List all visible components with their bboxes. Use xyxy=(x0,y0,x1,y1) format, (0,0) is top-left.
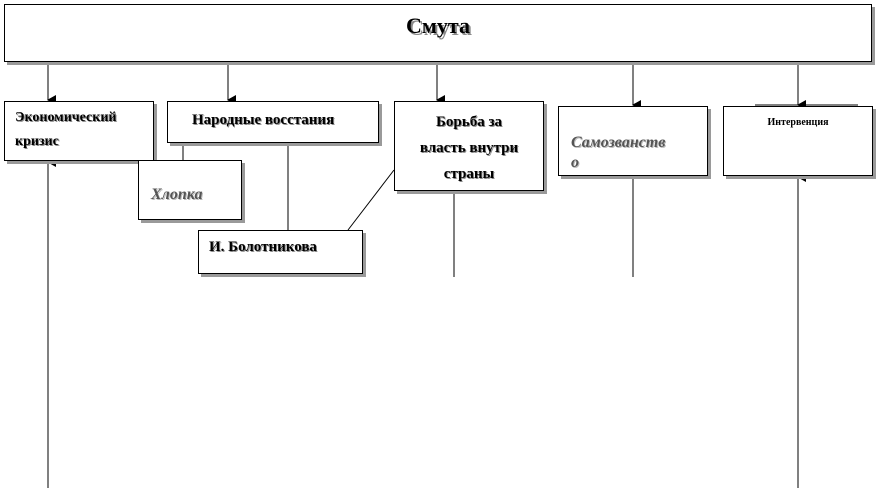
title-box: Смута xyxy=(4,4,872,62)
borba-line-2: власть внутри xyxy=(419,140,519,156)
borba-line-1: Борьба за xyxy=(436,114,502,130)
node-popular-uprisings: Народные восстания xyxy=(167,101,379,143)
node-khlopka: Хлопка xyxy=(138,160,242,220)
econ-line-1: Экономический xyxy=(15,110,117,125)
samo-line-2: о xyxy=(571,154,579,171)
narod-label: Народные восстания xyxy=(192,112,335,128)
diagram-title: Смута xyxy=(406,13,470,38)
node-intervention: Интервенция xyxy=(723,106,873,176)
bolotnikov-label: И. Болотникова xyxy=(209,239,317,255)
intervention-label: Интервенция xyxy=(767,117,829,128)
node-power-struggle: Борьба за власть внутри страны xyxy=(394,101,544,191)
node-bolotnikov: И. Болотникова xyxy=(198,230,363,274)
node-impostors: Самозванств о xyxy=(558,106,708,176)
line-borba-bolotnikov xyxy=(347,169,395,231)
samo-line-1: Самозванств xyxy=(571,134,666,151)
borba-line-3: страны xyxy=(443,166,495,182)
econ-line-2: кризис xyxy=(15,134,59,149)
node-economic-crisis: Экономический кризис xyxy=(4,101,154,161)
khlopka-label: Хлопка xyxy=(151,186,203,203)
